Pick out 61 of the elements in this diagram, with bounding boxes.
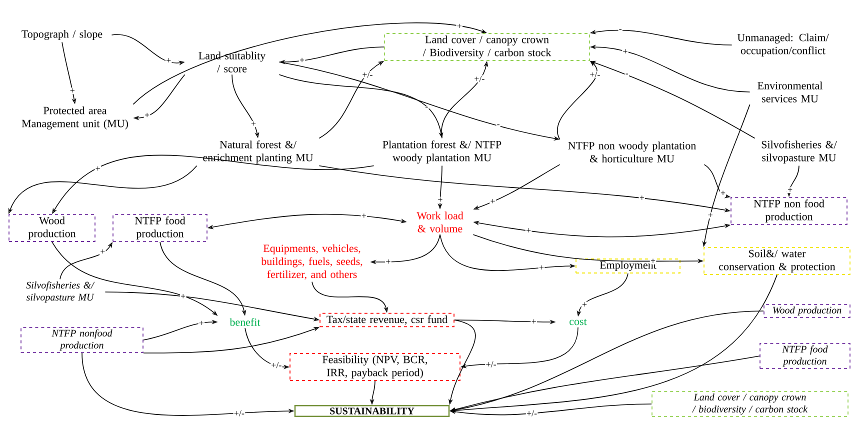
edge-label: +	[720, 190, 726, 196]
edge-label: +	[250, 120, 257, 128]
dashed-box: NTFP nonfood production	[20, 326, 144, 354]
edge-label: -	[424, 106, 429, 110]
factor-label: Silvofisheries &/ silvopasture MU	[26, 281, 95, 303]
dashed-box: Wood production	[8, 214, 96, 242]
edge-label: +	[538, 264, 545, 271]
edge-label: +	[638, 195, 646, 202]
edge-label: +	[298, 57, 306, 64]
edge-label: -	[496, 124, 500, 128]
factor-label: Environmental services MU	[758, 82, 822, 102]
outcome-box: SUSTAINABILITY	[294, 405, 450, 418]
edge-label: +/-	[362, 71, 374, 78]
edge-label: +/-	[474, 75, 486, 82]
edge-label: +/-	[485, 360, 497, 368]
edge-label: +	[100, 248, 106, 255]
factor-label: NTFP non woody plantation & horticulture MU	[568, 142, 696, 162]
edge-label: +	[360, 212, 368, 220]
edge-label: +	[165, 58, 172, 64]
dashed-box: NTFP non food production	[730, 197, 848, 225]
edge-label: +/-	[233, 410, 246, 417]
edge-label: -	[624, 73, 629, 77]
edge-label: +	[94, 166, 101, 172]
factor-label: Unmanaged: Claim/ occupation/conflict	[737, 34, 829, 56]
dashed-box: Soil&/ water conservation & protection	[704, 247, 850, 275]
dashed-box: Land cover / canopy crown / biodiversity / carbon stock	[652, 391, 848, 417]
edge-label: +	[437, 196, 444, 204]
factor-label: benefit	[230, 318, 260, 326]
dashed-box: Wood production	[764, 304, 850, 318]
edge-label: +	[198, 320, 205, 327]
edge-label: +	[581, 302, 588, 308]
factor-label: cost	[570, 318, 587, 326]
factor-label: Work load & volume	[416, 212, 464, 232]
edge-label: +	[530, 318, 537, 325]
edge-label: +	[385, 258, 392, 266]
dashed-box: Tax/state revenue, csr fund	[320, 312, 454, 328]
edge-label: +	[69, 88, 76, 94]
edge-label: +	[707, 212, 714, 219]
factor-label: Equipments, vehicles, buildings, fuels, seeds, fertilizer, and others	[261, 244, 362, 280]
edge-label: +	[786, 186, 794, 194]
dashed-box: Feasibility (NPV, BCR, IRR, payback period)	[290, 353, 460, 381]
edge-label: +	[525, 228, 532, 234]
edge-label: +	[180, 293, 186, 300]
edge-label: +	[144, 112, 150, 119]
factor-label: Natural forest &/ enrichment planting MU	[203, 140, 314, 164]
edge-label: +/-	[526, 410, 538, 417]
edge-label: +/-	[589, 70, 601, 78]
factor-label: Silvofisheries &/ silvopasture MU	[762, 140, 837, 164]
edge-label: +	[622, 48, 628, 55]
factor-label: Topograph / slope	[22, 30, 102, 40]
edge-label: -	[618, 28, 622, 32]
edge-label: +	[456, 23, 462, 30]
factor-label: Plantation forest &/ NTFP woody plantation MU	[382, 140, 502, 164]
edge-label: +	[490, 198, 496, 205]
dashed-box: Land cover / canopy crown / Biodiversity / carbon stock	[384, 33, 590, 61]
dashed-box: NTFP food production	[760, 342, 850, 370]
edge-label: +/-	[270, 362, 282, 369]
edge-label: +	[650, 258, 656, 264]
factor-label: Protected area Management unit (MU)	[22, 106, 128, 130]
dashed-box: NTFP food production	[112, 214, 208, 242]
factor-label: Land suitablity / score	[198, 52, 266, 72]
